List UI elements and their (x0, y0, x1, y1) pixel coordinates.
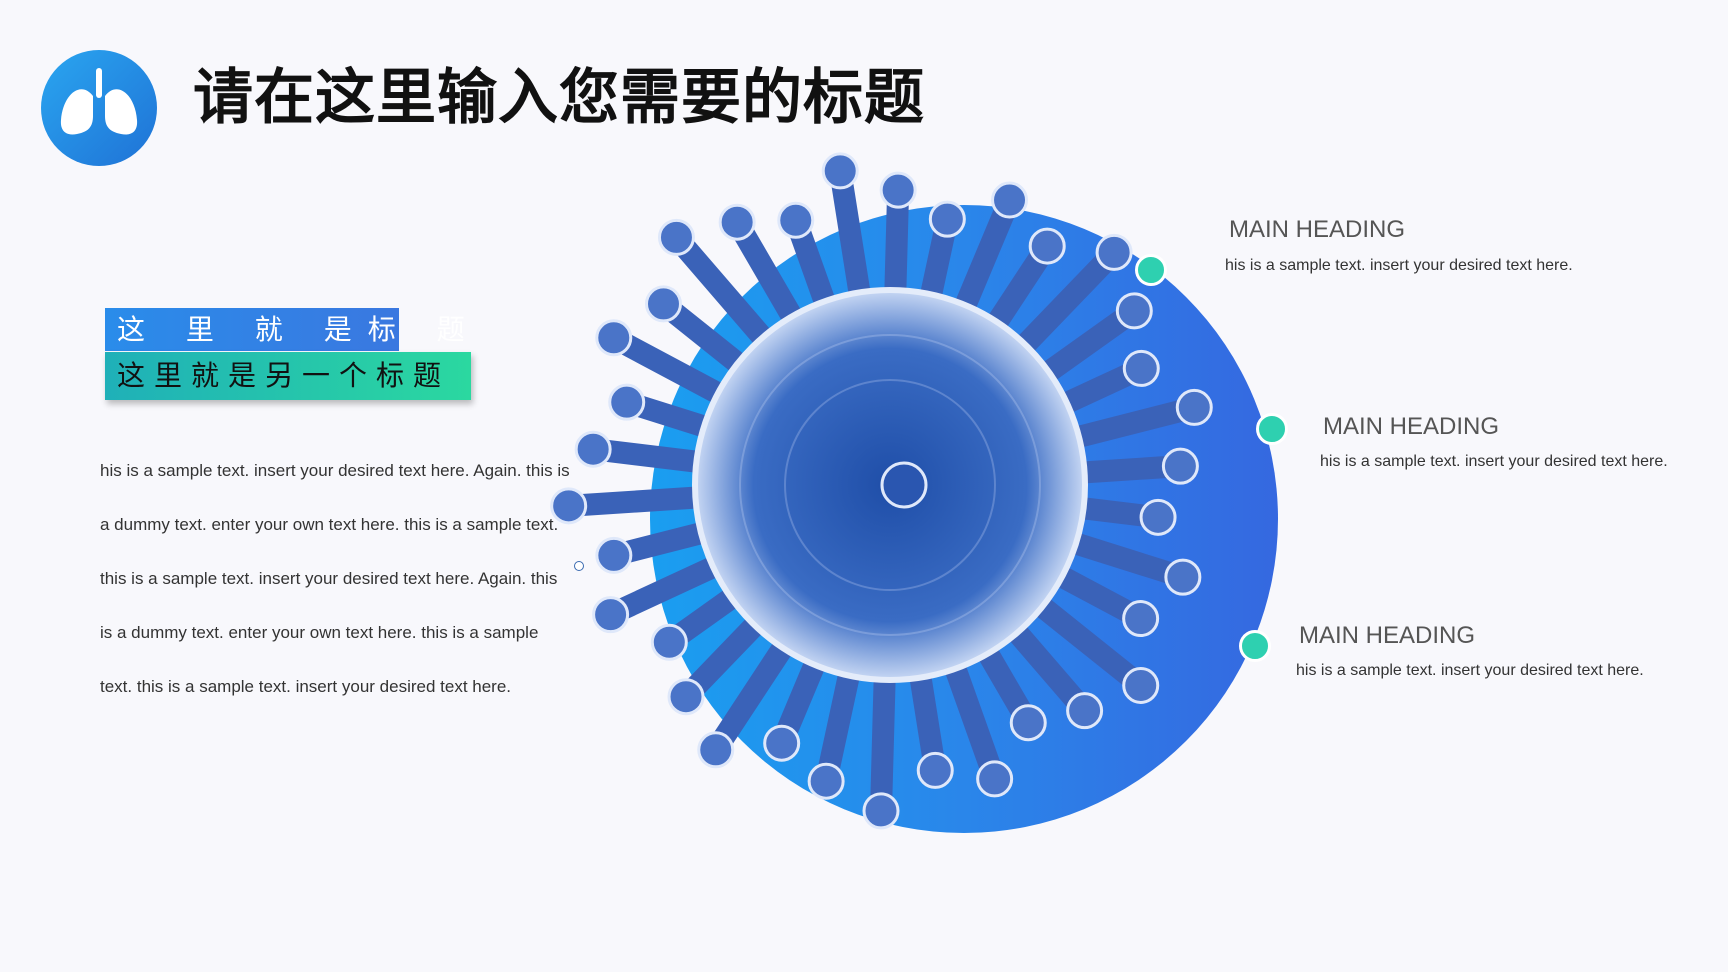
virus-spike-tip (608, 383, 646, 421)
heading-title: MAIN HEADING (1323, 413, 1500, 440)
virus-spike-tip (1066, 692, 1104, 730)
logo-badge (41, 50, 157, 166)
virus-spike-tip (667, 678, 705, 716)
virus-spike-tip (697, 731, 735, 769)
virus-spike-tip (1028, 227, 1066, 265)
virus-spike-tip (1122, 600, 1160, 638)
virus-spike-tip (879, 171, 917, 209)
virus-spike-tip (657, 218, 695, 256)
virus-spike-tip (928, 200, 966, 238)
subtitle-secondary: 这里就是另一个标题 (105, 352, 471, 400)
heading-text: his is a sample text. insert your desire… (1320, 453, 1668, 470)
lungs-icon (60, 68, 138, 135)
virus-spike-tip (1175, 388, 1213, 426)
virus-spike-tip (1164, 558, 1202, 596)
virus-spike-tip (595, 319, 633, 357)
heading-marker (1239, 630, 1271, 662)
heading-marker (1256, 413, 1288, 445)
virus-spike-tip (1009, 704, 1047, 742)
virus-spike-tip (1161, 447, 1199, 485)
virus-spike-tip (574, 430, 612, 468)
virus-spike-tip (1122, 666, 1160, 704)
subtitle-primary: 这 里 就 是标 题 (105, 308, 465, 351)
virus-image (550, 152, 1213, 830)
virus-spike-tip (916, 751, 954, 789)
heading-text: his is a sample text. insert your desire… (1296, 662, 1644, 679)
virus-spike-tip (862, 792, 900, 830)
virus-spike-tip (991, 181, 1029, 219)
virus-spike-tip (976, 760, 1014, 798)
virus-spike-tip (821, 152, 859, 190)
heading-text: his is a sample text. insert your desire… (1225, 257, 1573, 274)
heading-title: MAIN HEADING (1229, 216, 1406, 243)
virus-spike-tip (1139, 498, 1177, 536)
virus-spike-tip (777, 201, 815, 239)
virus-spike-tip (595, 536, 633, 574)
heading-title: MAIN HEADING (1299, 622, 1476, 649)
connector-dot (574, 561, 584, 571)
virus-spike-tip (650, 623, 688, 661)
body-paragraph: his is a sample text. insert your desire… (100, 461, 570, 696)
heading-marker (1135, 254, 1167, 286)
virus-spike-tip (1095, 233, 1133, 271)
virus-spike-tip (644, 285, 682, 323)
virus-spike-tip (592, 596, 630, 634)
page-title: 请在这里输入您需要的标题 (193, 63, 925, 133)
virus-spike-tip (763, 724, 801, 762)
virus-spike-tip (718, 203, 756, 241)
virus-spike-tip (1115, 292, 1153, 330)
virus-spike-tip (550, 487, 588, 525)
virus-spike-tip (807, 762, 845, 800)
virus-spike-tip (1122, 349, 1160, 387)
